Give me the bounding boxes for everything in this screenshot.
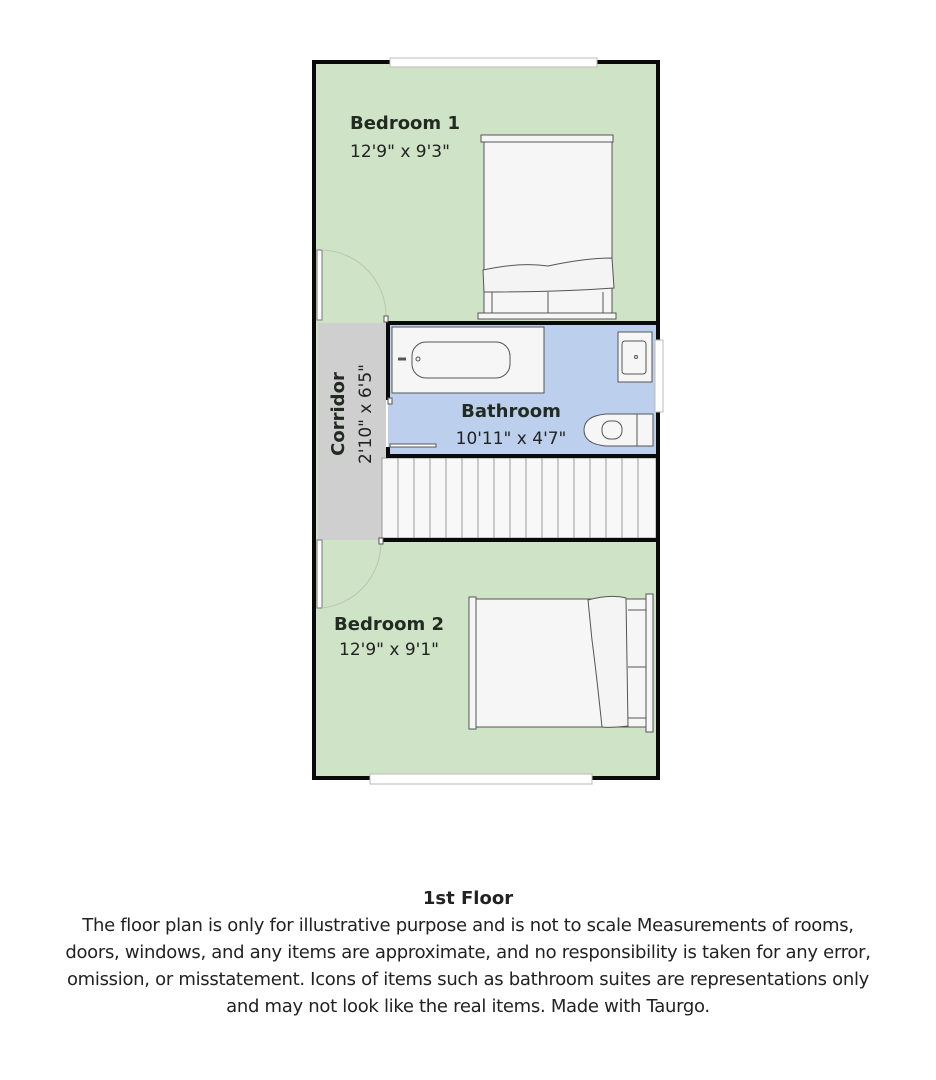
- door-bedroom-1-icon: [316, 249, 389, 323]
- outer-walls: [312, 60, 660, 780]
- floor-label: 1st Floor: [422, 888, 514, 909]
- window-top: [389, 57, 598, 68]
- bedroom-1-dimensions: 12'9" x 9'3": [350, 142, 450, 162]
- disclaimer-text: The floor plan is only for illustrative …: [65, 915, 871, 1017]
- window-bathroom: [654, 339, 664, 413]
- bedroom-1-name: Bedroom 1: [350, 113, 460, 134]
- inner-walls: [382, 321, 658, 542]
- bedroom-2-name: Bedroom 2: [334, 614, 444, 635]
- corridor-name: Corridor: [328, 372, 349, 456]
- toilet-icon: [583, 413, 654, 447]
- bathroom-name: Bathroom: [461, 401, 561, 422]
- window-bottom: [369, 773, 593, 785]
- bathroom-dimensions: 10'11" x 4'7": [456, 429, 567, 449]
- bathtub-icon: [391, 326, 545, 394]
- door-bathroom-icon: [387, 397, 437, 448]
- bed-2-icon: [468, 593, 654, 733]
- caption: 1st Floor The floor plan is only for ill…: [0, 886, 936, 1020]
- bedroom-2-dimensions: 12'9" x 9'1": [339, 640, 439, 660]
- door-bedroom-2-icon: [316, 537, 384, 609]
- floor-plan: Bedroom 1 12'9" x 9'3" Bathroom 10'11" x…: [312, 57, 664, 785]
- bed-1-icon: [477, 134, 617, 320]
- staircase-icon: [381, 457, 657, 539]
- corridor-area: [314, 323, 386, 540]
- corridor-dimensions: 2'10" x 6'5": [356, 364, 376, 464]
- sink-icon: [617, 331, 653, 383]
